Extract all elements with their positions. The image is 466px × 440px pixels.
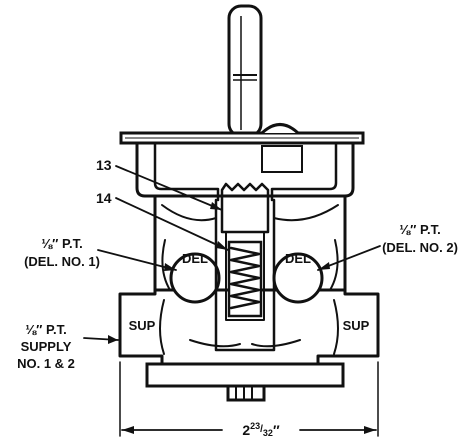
sup-mark-left: SUP <box>129 318 156 333</box>
dimension-unit: ″ <box>273 422 280 438</box>
part-14-label: 14 <box>96 190 112 206</box>
width-dimension <box>119 361 379 437</box>
delivery-port-1 <box>169 252 221 304</box>
supply-flange <box>118 288 380 366</box>
supply-size-label: ⅛″ P.T. <box>25 322 66 337</box>
mounting-plate <box>119 123 365 145</box>
bottom-fitting <box>226 384 266 402</box>
dimension-denominator: 32 <box>263 428 273 438</box>
valve-column <box>214 182 276 352</box>
del-2-name-label: (DEL. NO. 2) <box>382 240 458 255</box>
upper-housing <box>135 141 355 202</box>
leader-lines <box>83 165 381 344</box>
dimension-fraction-bar: / <box>260 424 263 435</box>
supply-name-label: SUPPLY <box>21 339 72 354</box>
del-1-name-label: (DEL. NO. 1) <box>24 254 100 269</box>
del-mark-right: DEL <box>285 251 311 266</box>
spring <box>227 240 263 318</box>
supply-number-label: NO. 1 & 2 <box>17 356 75 371</box>
del-2-size-label: ⅛″ P.T. <box>399 222 440 237</box>
part-13-label: 13 <box>96 157 112 173</box>
valve-stem <box>227 4 263 138</box>
base-block <box>145 362 345 388</box>
sup-mark-right: SUP <box>343 318 370 333</box>
dimension-numerator: 23 <box>250 421 260 431</box>
dimension-value: 223/32″ <box>242 421 280 438</box>
del-1-size-label: ⅛″ P.T. <box>41 236 82 251</box>
dimension-whole: 2 <box>242 422 250 438</box>
del-mark-left: DEL <box>182 251 208 266</box>
